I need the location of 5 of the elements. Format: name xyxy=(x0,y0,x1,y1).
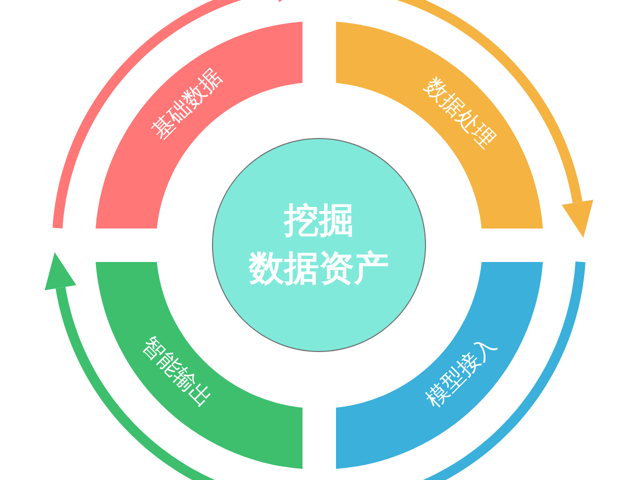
center-label: 挖掘数据资产 xyxy=(249,200,389,291)
segment-label: 基础数据 xyxy=(148,64,228,144)
segment-label: 数据处理 xyxy=(420,74,500,154)
segment-label: 智能输出 xyxy=(136,334,216,414)
segment-label: 模型接入 xyxy=(422,334,502,414)
